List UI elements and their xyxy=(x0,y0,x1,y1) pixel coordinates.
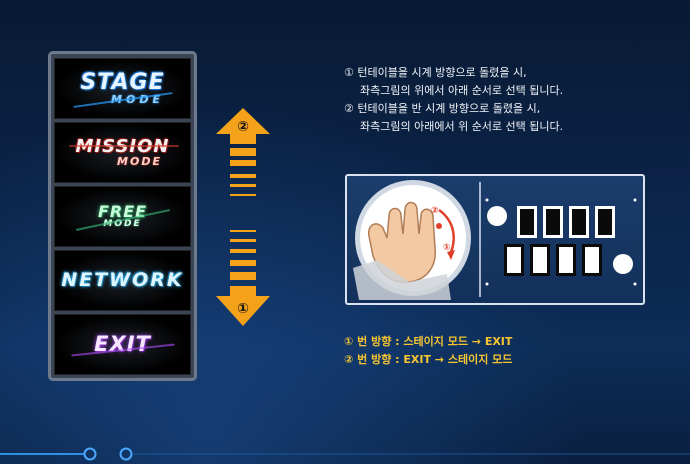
free-mode-title: FREE xyxy=(97,202,148,221)
stage-mode-logo: STAGE MODE xyxy=(80,70,165,106)
arrow-bar xyxy=(230,260,256,266)
arrow-head-down xyxy=(216,296,270,326)
menu-item-free-mode[interactable]: FREE MODE xyxy=(54,186,191,247)
arrow-bar xyxy=(230,249,256,253)
arrow-bar xyxy=(230,148,256,156)
menu-item-network[interactable]: NETWORK xyxy=(54,250,191,311)
direction-legend: ① 번 방향 : 스테이지 모드 → EXIT ② 번 방향 : EXIT → … xyxy=(344,333,664,369)
arrow-bar xyxy=(230,239,256,242)
mission-mode-logo: MISSION MODE xyxy=(75,136,170,168)
arrow-label-bottom: ① xyxy=(237,301,249,317)
menu-item-mission-mode[interactable]: MISSION MODE xyxy=(54,122,191,183)
bottom-decoration xyxy=(0,447,690,461)
arrow-bar xyxy=(230,272,256,280)
arrow-bar xyxy=(230,230,256,232)
menu-item-stage-mode[interactable]: STAGE MODE xyxy=(54,58,191,119)
bottom-ring-1 xyxy=(83,447,97,461)
mission-swoosh xyxy=(69,145,179,147)
menu-item-exit[interactable]: EXIT xyxy=(54,314,191,375)
arrow-bar xyxy=(230,184,256,187)
rotation-arrow-head xyxy=(447,250,455,260)
instruction-line-3: ② 턴테이블을 반 시계 방향으로 돌렸을 시, xyxy=(344,102,541,115)
white-keys xyxy=(504,244,602,276)
free-mode-subtitle: MODE xyxy=(103,219,142,229)
turntable-instructions: ① 턴테이블을 시계 방향으로 돌렸을 시, 좌측그림의 위에서 아래 순서로 … xyxy=(344,64,674,136)
bottom-ring-2 xyxy=(119,447,133,461)
legend-line-2: ② 번 방향 : EXIT → 스테이지 모드 xyxy=(344,353,513,366)
dial-label-2: ② xyxy=(431,206,439,216)
mode-select-menu: STAGE MODE MISSION MODE FREE MODE NETWOR… xyxy=(48,51,197,381)
rotation-arrow xyxy=(438,208,455,253)
arrow-bar xyxy=(230,194,256,196)
effect-button xyxy=(613,254,633,274)
start-button xyxy=(487,206,507,226)
mission-mode-subtitle: MODE xyxy=(117,155,162,168)
arrow-bar xyxy=(230,286,256,296)
instruction-line-2: 좌측그림의 위에서 아래 순서로 선택 됩니다. xyxy=(360,84,564,97)
instruction-line-4: 좌측그림의 아래에서 위 순서로 선택 됩니다. xyxy=(360,120,564,133)
controller-illustration: ② ① xyxy=(345,174,645,305)
black-keys xyxy=(517,206,615,238)
network-logo: NETWORK xyxy=(61,271,183,290)
arrow-label-top: ② xyxy=(237,119,249,135)
network-title: NETWORK xyxy=(61,269,184,291)
hand-icon xyxy=(353,201,451,300)
mission-mode-title: MISSION xyxy=(75,136,170,157)
arrow-head-up xyxy=(216,108,270,134)
selection-direction-arrow: ② ① xyxy=(216,108,270,326)
arrow-bar xyxy=(230,134,256,144)
screw-dot xyxy=(485,198,489,202)
screw-dot xyxy=(633,282,637,286)
arrow-bar xyxy=(230,160,256,166)
screw-dot xyxy=(633,198,637,202)
dial-label-1: ① xyxy=(443,243,451,253)
stage-mode-title: STAGE xyxy=(80,70,165,95)
controller-drawing: ② ① xyxy=(353,180,637,300)
stage-mode-subtitle: MODE xyxy=(111,93,164,106)
screw-dot xyxy=(485,282,489,286)
instruction-line-1: ① 턴테이블을 시계 방향으로 돌렸을 시, xyxy=(344,66,527,79)
arrow-bar xyxy=(230,174,256,178)
rotation-start-dot xyxy=(436,223,442,229)
legend-line-1: ① 번 방향 : 스테이지 모드 → EXIT xyxy=(344,335,513,348)
